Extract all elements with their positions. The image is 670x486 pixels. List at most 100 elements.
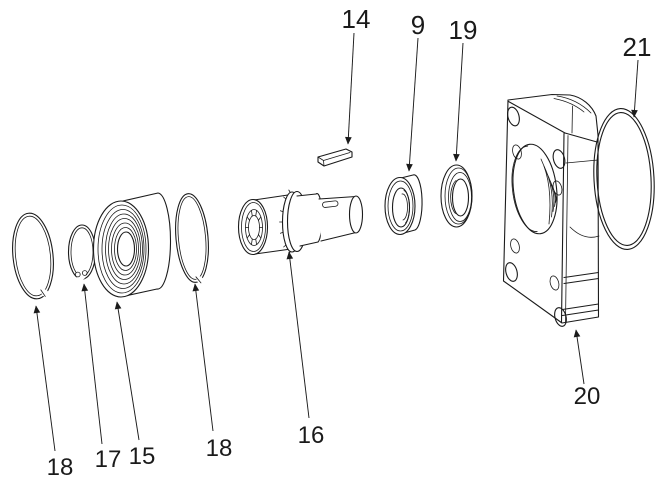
shaft-end-bottom <box>320 231 357 242</box>
snap-ring-outer <box>12 212 54 300</box>
housing-boss-edge <box>571 105 573 134</box>
seal-face <box>384 176 416 236</box>
ring-second <box>444 167 473 225</box>
housing-bore <box>512 143 558 235</box>
bearing-bore <box>116 231 136 267</box>
shaft-spline-teeth <box>245 210 263 245</box>
part-label-18-right: 18 <box>206 435 233 462</box>
key-edges <box>317 152 351 167</box>
callouts: 14 9 19 21 18 17 15 18 <box>33 4 652 481</box>
callout-18-right: 18 <box>192 283 233 462</box>
part-19-ring <box>440 164 473 228</box>
callout-9: 9 <box>406 10 425 172</box>
part-label-16: 16 <box>298 422 325 449</box>
shaft-body-top <box>253 194 289 201</box>
housing-groove <box>563 277 600 285</box>
leader-line-15 <box>114 301 140 441</box>
bearing-race <box>101 209 145 289</box>
leader-line-14 <box>345 32 355 145</box>
seal-body <box>400 174 423 234</box>
callout-15: 15 <box>114 301 156 470</box>
part-21-o-ring <box>593 108 655 250</box>
snap-ring-inner <box>177 196 207 280</box>
shaft-hub-fill <box>297 194 318 246</box>
snap-ring-end <box>40 289 46 297</box>
shaft-face-outer <box>237 198 269 256</box>
housing-side-top-edge <box>564 132 598 143</box>
housing-bolt-hole <box>507 106 520 127</box>
snap-ring-ear <box>75 271 81 278</box>
bearing-race <box>114 227 137 271</box>
part-label-18-left: 18 <box>47 454 74 481</box>
housing-bolt-hole <box>554 307 567 327</box>
housing-groove <box>561 309 600 317</box>
shaft-hub-bottom <box>299 241 319 247</box>
leader-line-16 <box>286 251 310 419</box>
part-label-15: 15 <box>129 443 156 470</box>
part-18-right-snap-ring <box>175 193 209 284</box>
part-label-14: 14 <box>342 4 371 34</box>
housing-boss-arc <box>553 98 585 113</box>
shaft-body-bottom <box>254 248 292 255</box>
callout-19: 19 <box>449 15 478 162</box>
callout-16: 16 <box>286 251 325 449</box>
shaft-hub-top <box>296 193 317 197</box>
callout-14: 14 <box>342 4 371 145</box>
part-label-17: 17 <box>95 446 122 473</box>
housing-bolt-hole <box>505 262 518 282</box>
part-16-shaft <box>237 189 364 256</box>
leader-line-17 <box>81 283 103 445</box>
part-label-19: 19 <box>449 15 478 45</box>
housing-front-right-edge-2 <box>565 135 569 323</box>
snap-ring-end <box>195 276 202 284</box>
part-9-seal-ring <box>384 174 423 236</box>
housing-tap-hole <box>552 180 563 196</box>
housing-groove <box>563 271 600 279</box>
o-ring-inner <box>596 112 652 246</box>
housing-bore-wall <box>511 145 538 232</box>
part-14-key <box>317 148 353 167</box>
callout-18-left: 18 <box>33 305 74 481</box>
bearing-race <box>105 213 143 285</box>
housing-top-edge <box>507 100 566 134</box>
housing-bolt-hole <box>552 149 566 169</box>
part-label-9: 9 <box>411 10 425 40</box>
part-18-left-snap-ring <box>12 212 54 300</box>
leader-line-18-left <box>33 305 56 452</box>
o-ring-outer <box>593 108 655 250</box>
seal-lip <box>403 190 410 224</box>
callout-20: 20 <box>573 329 601 410</box>
housing-band-line <box>565 159 599 164</box>
snap-ring-gap <box>41 289 49 297</box>
housing-tap-hole <box>549 275 560 291</box>
housing-groove <box>561 303 600 311</box>
part-20-housing <box>502 93 600 327</box>
snap-ring-outer <box>175 193 209 283</box>
snap-ring-gap <box>196 276 203 283</box>
bearing-body <box>122 192 172 297</box>
seal-rim <box>387 180 414 232</box>
leader-line-9 <box>406 37 419 172</box>
housing-front-right-edge <box>560 132 565 323</box>
shaft-face-rim <box>241 202 266 252</box>
leader-line-20 <box>573 329 585 385</box>
bearing-race <box>111 222 139 276</box>
ring-opening <box>451 178 470 217</box>
part-15-bearing <box>92 192 172 298</box>
key-outline <box>317 148 353 167</box>
snap-ring-inner <box>70 227 94 277</box>
snap-ring-inner <box>14 215 52 297</box>
snap-ring-ear <box>82 270 88 276</box>
shaft-end-top <box>318 195 357 200</box>
callout-17: 17 <box>81 283 122 473</box>
ring-wall-arc <box>450 180 457 214</box>
housing-tap-hole <box>512 144 522 160</box>
seal-lip <box>401 193 408 221</box>
part-label-21: 21 <box>623 32 652 62</box>
part-label-20: 20 <box>574 383 601 410</box>
shaft-end-cap <box>348 195 364 234</box>
bearing-race <box>97 204 147 294</box>
callout-21: 21 <box>623 32 652 118</box>
